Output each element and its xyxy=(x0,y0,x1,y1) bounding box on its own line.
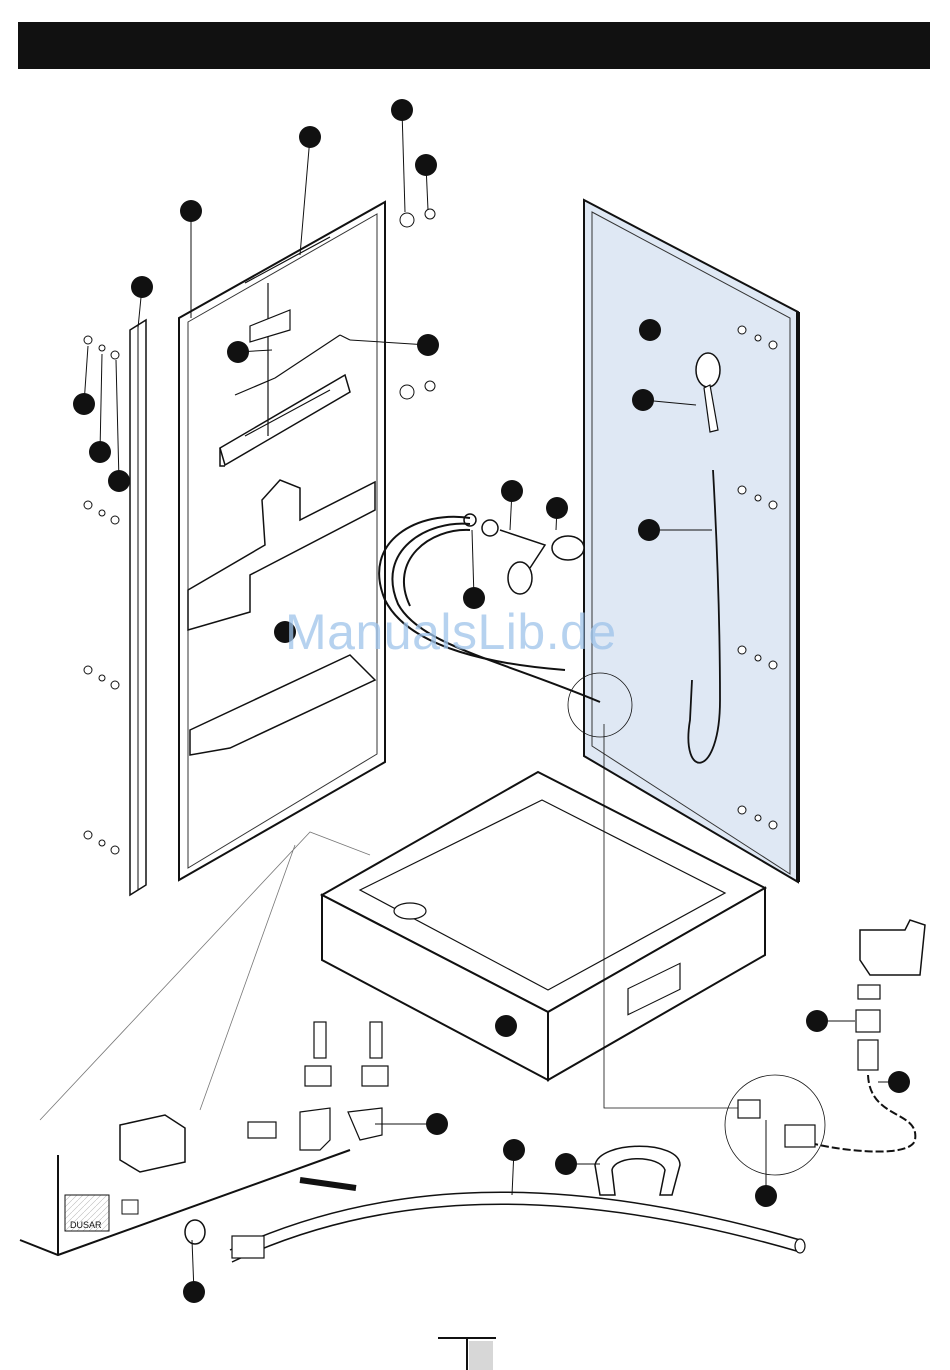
callout-24 xyxy=(755,1185,777,1207)
callout-15 xyxy=(638,519,660,541)
watermark: ManualsLib.de xyxy=(285,603,617,661)
right-panel xyxy=(584,200,798,882)
callout-14 xyxy=(546,497,568,519)
callout-1 xyxy=(391,99,413,121)
callout-7 xyxy=(417,334,439,356)
callout-23 xyxy=(555,1153,577,1175)
callout-9 xyxy=(632,389,654,411)
callout-2 xyxy=(299,126,321,148)
callout-5 xyxy=(131,276,153,298)
callout-8 xyxy=(227,341,249,363)
left-panel xyxy=(179,202,385,880)
callout-20 xyxy=(888,1071,910,1093)
corner-profile xyxy=(130,320,146,895)
callout-12 xyxy=(108,470,130,492)
control-label: DUSAR xyxy=(70,1220,102,1230)
drain-kit xyxy=(185,1022,805,1262)
callout-19 xyxy=(806,1010,828,1032)
callout-10 xyxy=(73,393,95,415)
callout-22 xyxy=(503,1139,525,1161)
callout-3 xyxy=(415,154,437,176)
side-nozzle xyxy=(464,514,584,594)
callout-6 xyxy=(639,319,661,341)
callout-21 xyxy=(426,1113,448,1135)
page-number-tab xyxy=(438,1337,496,1370)
callout-4 xyxy=(180,200,202,222)
callout-18 xyxy=(495,1015,517,1037)
callout-11 xyxy=(89,441,111,463)
page-tab-divider xyxy=(466,1337,468,1370)
callout-13 xyxy=(501,480,523,502)
callout-25 xyxy=(183,1281,205,1303)
page-tab-shade xyxy=(469,1341,493,1370)
